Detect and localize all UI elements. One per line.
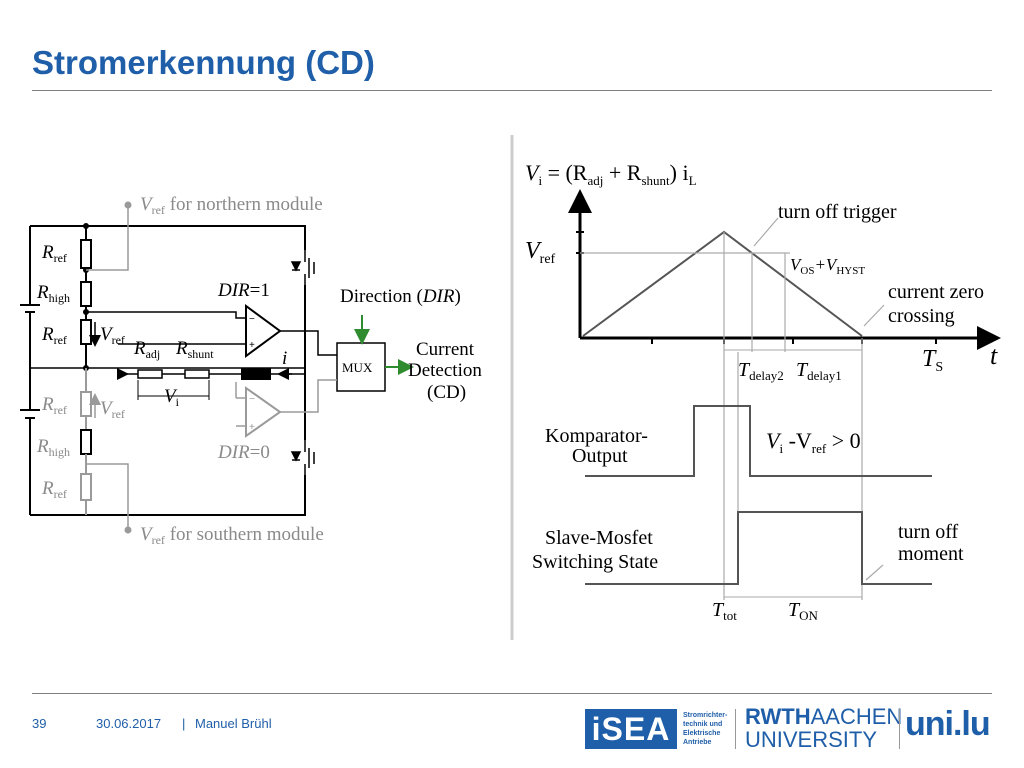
output-label: Output (572, 445, 628, 467)
direction-label: Direction (DIR) (340, 286, 461, 307)
ttot-label: Ttot (712, 599, 737, 623)
svg-text:+: + (249, 340, 255, 351)
circuit-southern-grey (80, 201, 337, 534)
ton-label: TON (788, 599, 819, 623)
unilu-logo: uni.lu (905, 705, 991, 743)
r-ref-4-label: Rref (41, 478, 67, 501)
moment-label: moment (898, 543, 964, 565)
r-shunt-label: Rshunt (175, 338, 214, 361)
slide-title: Stromerkennung (CD) (32, 44, 375, 81)
mux-label: MUX (342, 360, 373, 375)
mosfet-lower-icon (290, 440, 318, 475)
ts-label: TS (922, 346, 943, 375)
footer-author: Manuel Brühl (195, 716, 272, 731)
circuit-schematic (20, 205, 414, 516)
detection-label: Detection (408, 360, 482, 381)
footer-divider (32, 693, 992, 694)
vi-label: Vi (164, 386, 180, 409)
turn-off-trigger-label: turn off trigger (778, 201, 897, 223)
crossing-label: crossing (888, 305, 955, 327)
equation-label: Vi = (Radj + Rshunt) iL (525, 160, 697, 188)
vref-lower-label: Vref (100, 398, 125, 421)
tdelay2-label: Tdelay2 (738, 359, 784, 383)
r-ref-2-label: Rref (41, 324, 67, 347)
vref-south-label: Vref for southern module (140, 524, 324, 547)
footer-separator: | (182, 716, 186, 731)
vi-minus-vref-label: Vi -Vref > 0 (766, 428, 861, 456)
dir1-label: DIR=1 (217, 280, 270, 301)
vref-north-label: Vref for northern module (140, 194, 323, 217)
vos-vhyst-label: VOS+VHYST (790, 255, 865, 277)
svg-text:−: − (249, 394, 255, 405)
svg-text:−: − (249, 314, 255, 325)
switching-state-label: Switching State (532, 551, 658, 573)
title-divider (32, 90, 992, 91)
r-high-2-label: Rhigh (36, 436, 70, 459)
r-ref-3-label: Rref (41, 394, 67, 417)
logo-divider-2 (899, 709, 900, 749)
footer-date: 30.06.2017 (96, 716, 162, 731)
vref-upper-label: Vref (100, 324, 125, 347)
mosfet-upper-icon (290, 250, 318, 285)
t-axis-label: t (990, 341, 998, 370)
slave-mosfet-label: Slave-Mosfet (545, 527, 653, 549)
current-zero-label: current zero (888, 281, 984, 303)
tdelay1-label: Tdelay1 (796, 359, 842, 383)
turn-off-label: turn off (898, 521, 959, 543)
vref-axis-label: Vref (525, 238, 556, 267)
current-label: Current (416, 339, 475, 360)
rwth-logo: RWTHAACHEN UNIVERSITY (745, 704, 903, 752)
current-i-label: i (282, 348, 287, 369)
isea-description: Stromrichter- technik und Elektrische An… (683, 712, 728, 746)
dir0-label: DIR=0 (217, 442, 270, 463)
page-number: 39 (32, 716, 47, 731)
logo-divider-1 (735, 709, 736, 749)
r-adj-label: Radj (133, 338, 160, 361)
r-high-1-label: Rhigh (36, 282, 70, 305)
isea-logo: iSEA (585, 709, 677, 749)
cd-label: (CD) (427, 382, 466, 403)
svg-text:+: + (249, 422, 255, 433)
timing-diagram (568, 189, 1001, 600)
komparator-label: Komparator- (545, 425, 648, 447)
r-ref-1-label: Rref (41, 242, 67, 265)
